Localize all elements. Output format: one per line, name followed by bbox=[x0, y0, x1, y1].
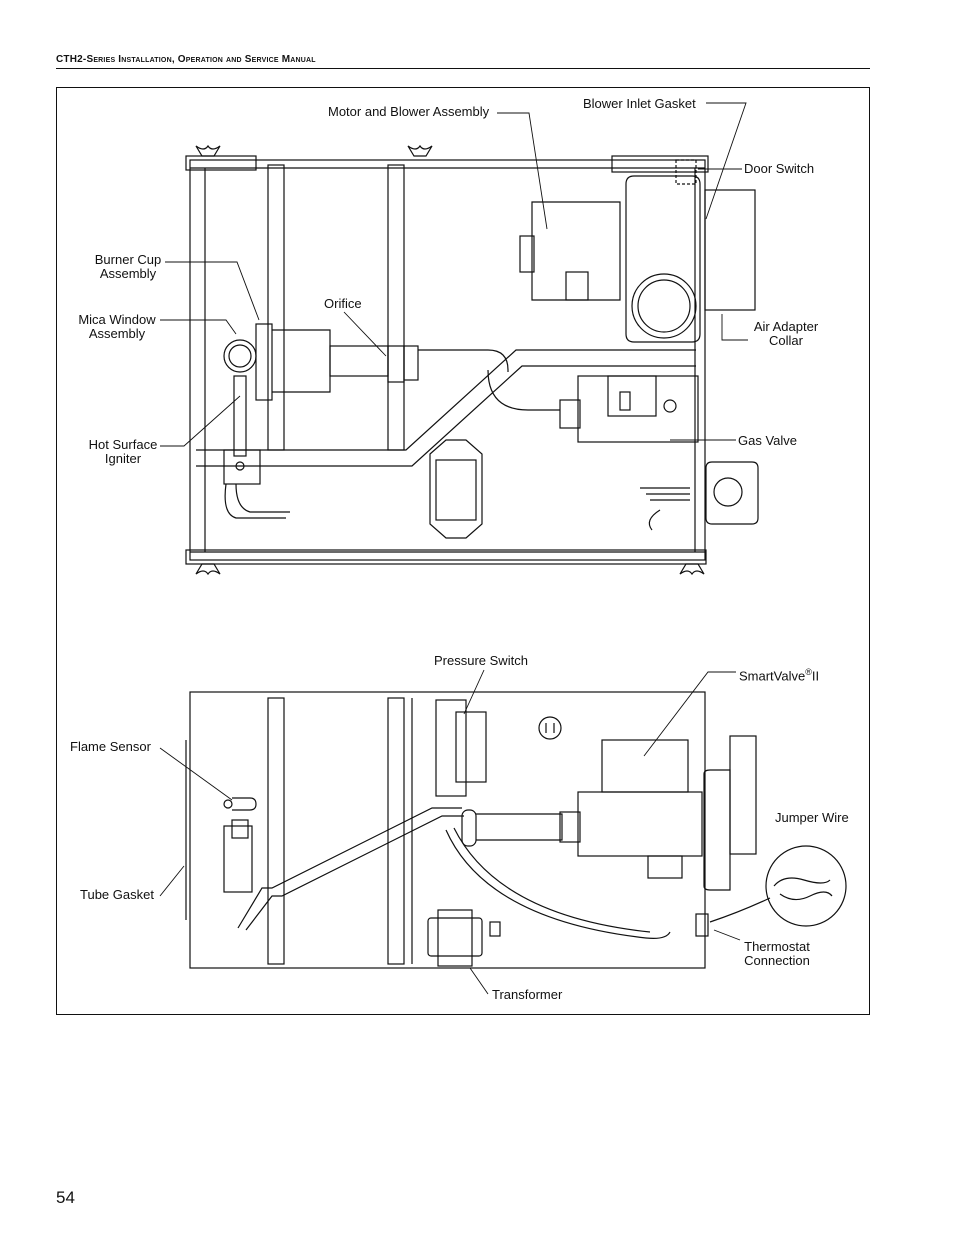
gas-line bbox=[196, 349, 696, 467]
label-smartvalve-name: SmartValve bbox=[739, 668, 806, 684]
hot-surface-igniter bbox=[223, 375, 290, 519]
wing-nut-icons bbox=[195, 144, 705, 576]
top-connector bbox=[640, 461, 759, 531]
label-mica-window-line2: Assembly bbox=[88, 326, 146, 341]
pressure-switch-bottom bbox=[435, 699, 487, 797]
label-hot-surface-line2: Igniter bbox=[104, 451, 142, 466]
leader-lines bbox=[159, 102, 748, 995]
label-transformer: Transformer bbox=[492, 987, 563, 1002]
figure-frame bbox=[56, 87, 870, 1015]
label-orifice: Orifice bbox=[324, 296, 362, 311]
bottom-view-chassis bbox=[185, 691, 706, 969]
label-air-adapter-line1: Air Adapter bbox=[753, 319, 819, 334]
gas-valve bbox=[487, 369, 699, 443]
label-burner-cup: Burner Cup Assembly bbox=[86, 253, 170, 281]
running-header: CTH2-Series Installation, Operation and … bbox=[56, 54, 316, 65]
label-jumper-wire: Jumper Wire bbox=[775, 810, 849, 825]
header-rule bbox=[56, 68, 870, 69]
label-mica-window-line1: Mica Window bbox=[78, 312, 156, 327]
label-tube-gasket: Tube Gasket bbox=[80, 887, 154, 902]
label-flame-sensor: Flame Sensor bbox=[70, 739, 151, 754]
label-smartvalve-suffix: II bbox=[811, 668, 820, 684]
label-hot-surface-line1: Hot Surface bbox=[88, 437, 158, 452]
pressure-switch-top bbox=[429, 439, 483, 539]
header-title: CTH2-Series Installation, Operation and … bbox=[56, 54, 316, 65]
label-motor-blower: Motor and Blower Assembly bbox=[328, 104, 490, 119]
label-air-adapter-line2: Collar bbox=[769, 333, 803, 348]
jumper-wire-detail bbox=[709, 845, 847, 927]
transformer bbox=[427, 909, 501, 967]
motor-blower bbox=[519, 159, 701, 343]
label-thermostat-connection: Thermostat Connection bbox=[736, 940, 818, 968]
label-smartvalve-reg: ® bbox=[805, 667, 812, 677]
flame-sensor bbox=[223, 797, 257, 893]
label-mica-window: Mica Window Assembly bbox=[72, 313, 162, 341]
label-air-adapter: Air Adapter Collar bbox=[746, 320, 826, 348]
page-number: 54 bbox=[56, 1188, 75, 1207]
label-thermostat-line1: Thermostat bbox=[744, 939, 810, 954]
label-smartvalve: SmartValve®II bbox=[739, 665, 819, 683]
label-burner-cup-line1: Burner Cup bbox=[94, 252, 162, 267]
receptacle bbox=[538, 716, 562, 740]
label-burner-cup-line2: Assembly bbox=[99, 266, 157, 281]
burner-cup bbox=[255, 323, 509, 401]
top-view-chassis bbox=[185, 155, 709, 565]
label-hot-surface-igniter: Hot Surface Igniter bbox=[82, 438, 164, 466]
mica-window bbox=[223, 339, 257, 373]
label-thermostat-line2: Connection bbox=[744, 953, 810, 968]
gas-tube bbox=[237, 807, 464, 931]
smartvalve-assembly bbox=[461, 735, 757, 891]
label-door-switch: Door Switch bbox=[744, 161, 815, 176]
air-adapter-collar bbox=[704, 189, 756, 311]
label-blower-inlet-gasket: Blower Inlet Gasket bbox=[583, 96, 696, 111]
label-pressure-switch: Pressure Switch bbox=[434, 653, 528, 668]
label-gas-valve: Gas Valve bbox=[738, 433, 798, 448]
thermostat-wiring bbox=[445, 827, 709, 939]
